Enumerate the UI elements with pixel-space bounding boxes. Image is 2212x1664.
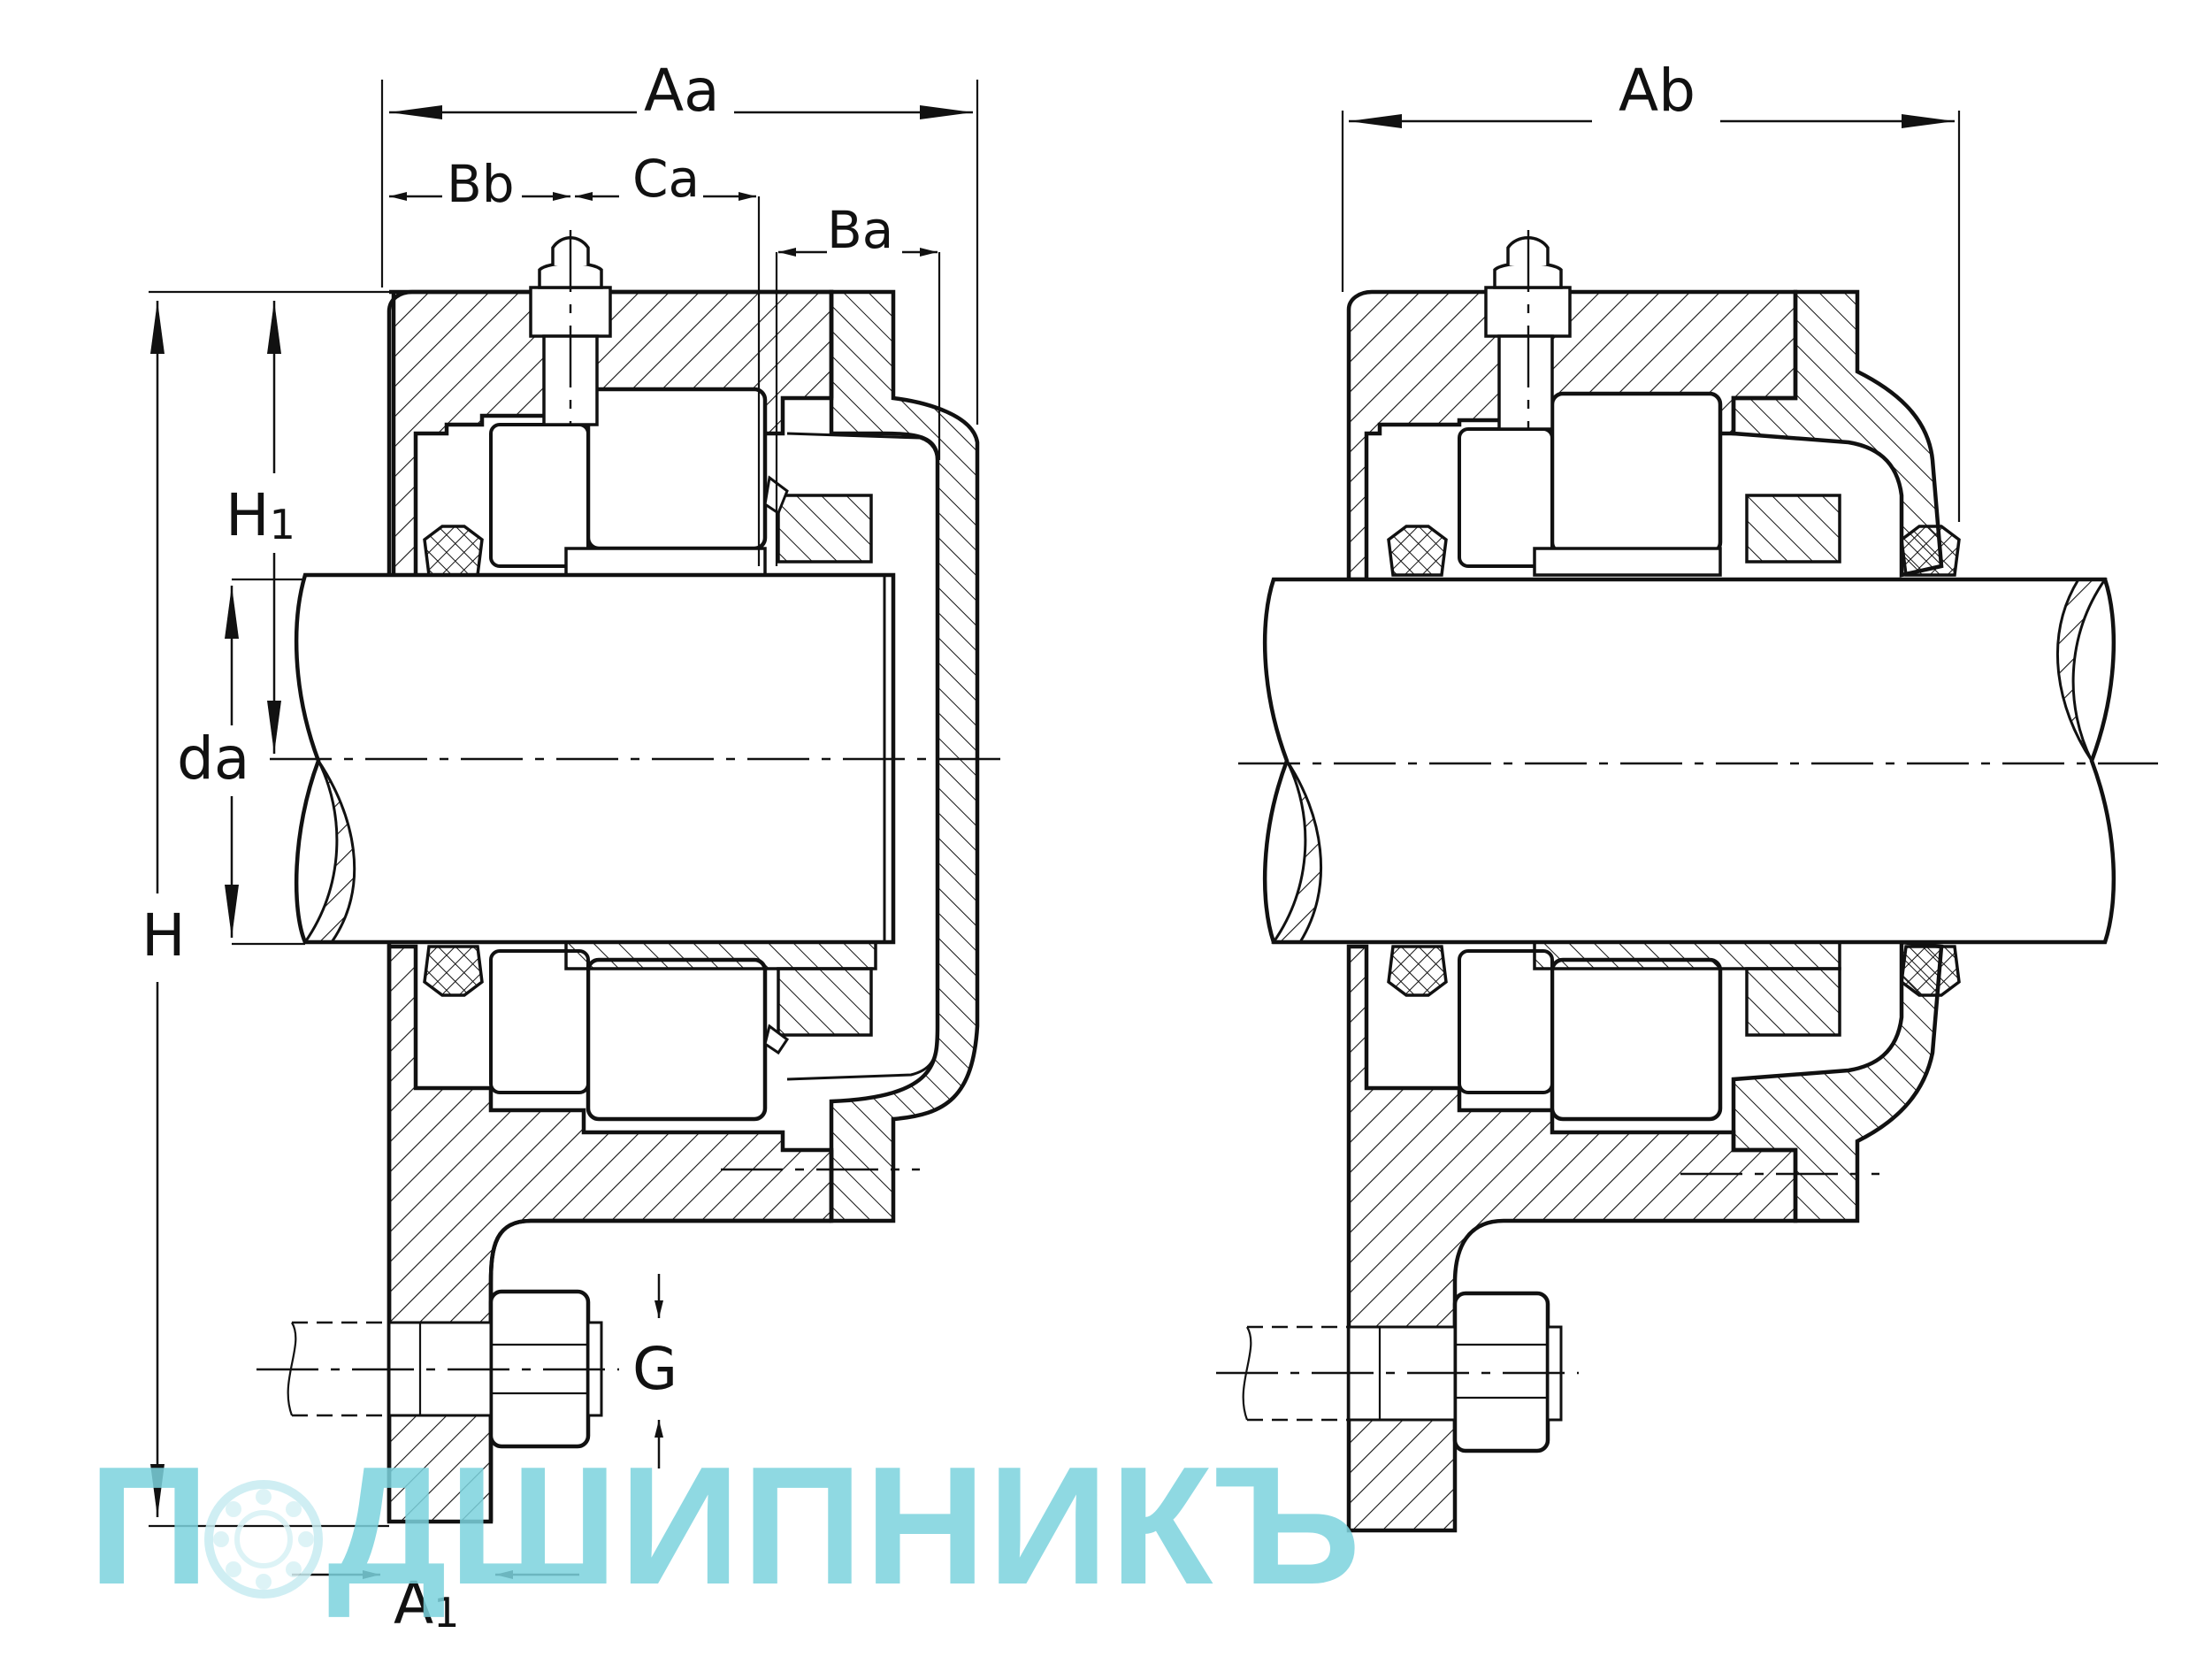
- left-mounting-bolt: [256, 1289, 619, 1449]
- left-inner-ring-upper: [489, 423, 590, 568]
- right-sleeve-lower: [1533, 940, 1841, 970]
- label-ca: Ca: [632, 149, 700, 209]
- left-end-cap-inner: [786, 432, 939, 1081]
- left-dimensions: [149, 80, 979, 1579]
- watermark-logo: П ДШИПНИКЪ: [88, 1432, 1362, 1620]
- left-inner-ring-lower: [489, 949, 590, 1094]
- left-roller-lower: [586, 957, 768, 1122]
- right-grease-nipple-icon: [1484, 230, 1572, 431]
- left-sleeve-lower: [564, 940, 877, 970]
- right-shaft-break-right: [2056, 578, 2108, 762]
- right-mounting-bolt: [1216, 1291, 1579, 1453]
- right-shaft-break-left: [1271, 760, 1322, 944]
- left-grease-nipple-icon: [529, 230, 612, 426]
- right-view: [1216, 111, 2158, 1533]
- right-shaft: [1262, 577, 2116, 945]
- right-dimensions: [1341, 111, 1961, 522]
- label-h: H: [142, 901, 186, 970]
- bearing-logo-icon: [204, 1480, 323, 1599]
- label-a1: A1: [394, 1569, 459, 1637]
- left-shaft-break: [302, 760, 356, 944]
- right-locknut-upper: [1745, 494, 1841, 564]
- right-sleeve-upper: [1533, 547, 1722, 577]
- watermark-text-left: П: [88, 1432, 211, 1620]
- right-seal-upper-right: [1900, 525, 1961, 577]
- label-ab: Ab: [1619, 57, 1695, 125]
- right-locknut-lower: [1745, 967, 1841, 1037]
- right-seal-lower-right: [1900, 945, 1961, 997]
- left-seal-upper: [423, 525, 484, 577]
- right-inner-ring-upper: [1458, 427, 1554, 568]
- left-lockwasher: [763, 475, 790, 1055]
- right-seal-lower-left: [1387, 945, 1448, 997]
- label-g: G: [632, 1335, 677, 1403]
- label-ba: Ba: [827, 200, 893, 260]
- label-aa: Aa: [644, 57, 720, 125]
- left-locknut-upper: [777, 494, 873, 564]
- right-inner-ring-lower: [1458, 949, 1554, 1094]
- left-roller-upper: [586, 387, 768, 551]
- label-h1: H1: [226, 481, 295, 549]
- dimension-labels: Aa Bb Ca Ba H1 da H G A1 Ab: [142, 57, 1695, 1637]
- right-roller-upper: [1550, 391, 1723, 556]
- label-da: da: [177, 725, 249, 793]
- right-seal-upper-left: [1387, 525, 1448, 577]
- left-locknut-lower: [777, 967, 873, 1037]
- left-sleeve-upper: [564, 547, 767, 577]
- left-seal-lower: [423, 945, 484, 997]
- right-roller-lower: [1550, 957, 1723, 1122]
- left-view: [149, 80, 1008, 1579]
- label-bb: Bb: [447, 154, 515, 214]
- watermark-text-right: ДШИПНИКЪ: [327, 1432, 1362, 1620]
